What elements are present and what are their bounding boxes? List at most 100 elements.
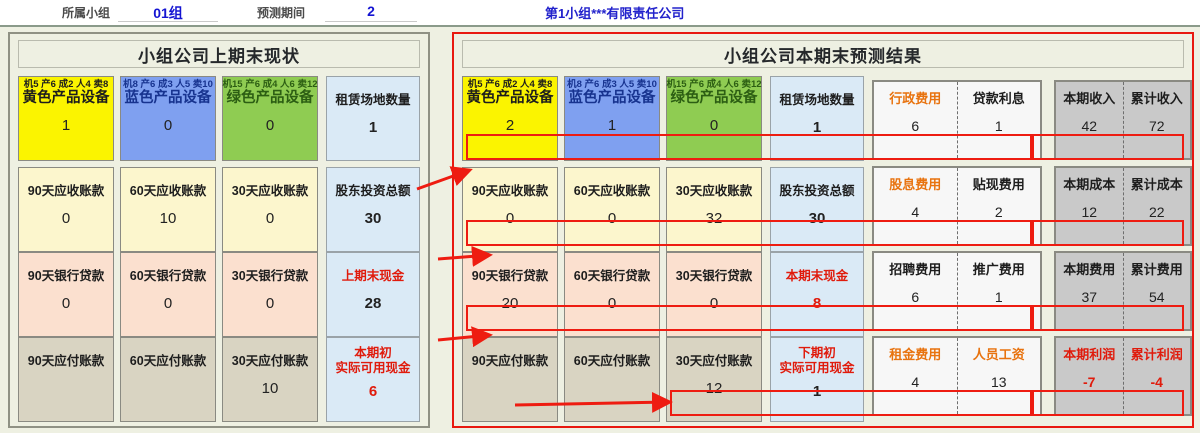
left-r2c2-label: 60天应收账款 [129,184,207,198]
right-r1c4-cell: 租赁场地数量 1 [770,76,864,161]
expense-box-2-col2-value[interactable]: 2 [994,204,1003,220]
right-r1c3-value[interactable]: 0 [709,117,719,134]
right-r2c2-value[interactable]: 0 [607,210,617,227]
right-r1c3-label: 绿色产品设备 [670,90,758,106]
left-r2c3-label: 30天应收账款 [231,184,309,198]
right-r2c1-value[interactable]: 0 [505,210,515,227]
group-field-underline [118,21,218,22]
summary-box-2-col1-value[interactable]: 12 [1081,204,1098,220]
right-r4c1-label: 90天应付账款 [471,354,549,368]
summary-box-2-col2-label: 累计成本 [1130,177,1183,192]
left-r1c4-label: 租赁场地数量 [335,93,411,107]
left-r3c2-value[interactable]: 0 [163,295,173,312]
expense-box-1-col1-label: 行政费用 [889,91,942,106]
right-r1c3-spec-label: 机15 产6 成4 人6 卖12 [666,79,762,90]
summary-box-4-col1-label: 本期利润 [1063,347,1116,362]
right-r2c4-label: 股东投资总额 [779,184,855,198]
expense-box-3-col2-value[interactable]: 1 [994,289,1003,305]
right-r4c4-value[interactable]: 1 [812,383,822,400]
summary-box-4-col2-value[interactable]: -4 [1150,374,1163,390]
left-r2c1-value[interactable]: 0 [61,210,71,227]
right-r3c1-value[interactable]: 20 [501,295,519,312]
left-r1c1-value[interactable]: 1 [61,117,71,134]
left-r1c3-value[interactable]: 0 [265,117,275,134]
expense-box-1-col2-value[interactable]: 1 [994,118,1003,134]
right-r1c1-spec-label: 机5 产6 成2 人4 卖8 [467,79,553,90]
right-r1c4-label: 租赁场地数量 [779,93,855,107]
left-r4c1-cell: 90天应付账款 [18,337,114,422]
expense-box-2-col1-label: 股息费用 [889,177,942,192]
summary-box-1-col2-label: 累计收入 [1130,91,1183,106]
expense-box-2-col1-value[interactable]: 4 [911,204,920,220]
right-r1c2-value[interactable]: 1 [607,117,617,134]
right-r2c3-value[interactable]: 32 [705,210,723,227]
group-value[interactable]: 01组 [153,5,183,21]
summary-box-1-col2-value[interactable]: 72 [1148,118,1165,134]
summary-box-1-col2: 累计收入 72 [1122,82,1191,158]
left-r2c2-value[interactable]: 10 [159,210,177,227]
left-r3c4-value[interactable]: 28 [364,295,382,312]
summary-box-3-col2-value[interactable]: 54 [1148,289,1165,305]
period-value[interactable]: 2 [367,3,375,19]
left-r2c1-label: 90天应收账款 [27,184,105,198]
left-r4c4-value[interactable]: 6 [368,383,378,400]
summary-box-2-col2-value[interactable]: 22 [1148,204,1165,220]
left-r2c4-value[interactable]: 30 [364,210,382,227]
left-r3c2-label: 60天银行贷款 [129,269,207,283]
left-r3c3-value[interactable]: 0 [265,295,275,312]
summary-box-3-col1-value[interactable]: 37 [1081,289,1098,305]
summary-box-4: 本期利润 -7 累计利润 -4 [1054,336,1192,416]
right-r4c2-label: 60天应付账款 [573,354,651,368]
period-field-underline [325,21,417,22]
summary-box-1-col1-value[interactable]: 42 [1081,118,1098,134]
expense-box-4-col1-value[interactable]: 4 [911,374,920,390]
expense-box-1-col1-value[interactable]: 6 [911,118,920,134]
left-r4c1-label: 90天应付账款 [27,354,105,368]
left-r1c2-value[interactable]: 0 [163,117,173,134]
group-label: 所属小组 [62,6,111,20]
header-divider [0,25,1200,27]
right-r3c4-value[interactable]: 8 [812,295,822,312]
left-r1c3-label: 绿色产品设备 [226,90,314,106]
expense-box-4-col2-value[interactable]: 13 [990,374,1007,390]
left-r3c1-value[interactable]: 0 [61,295,71,312]
expense-box-3-col1-value[interactable]: 6 [911,289,920,305]
left-r2c3-value[interactable]: 0 [265,210,275,227]
right-r2c4-cell: 股东投资总额 30 [770,167,864,252]
right-r3c3-value[interactable]: 0 [709,295,719,312]
left-r1c4-value[interactable]: 1 [368,119,378,136]
summary-box-4-col1-value[interactable]: -7 [1083,374,1096,390]
left-r4c3-value[interactable]: 10 [261,380,279,397]
right-r3c2-value[interactable]: 0 [607,295,617,312]
summary-box-4-col2-label: 累计利润 [1130,347,1183,362]
right-panel-title: 小组公司本期末预测结果 [462,40,1184,68]
right-r4c3-value[interactable]: 12 [705,380,723,397]
right-r2c4-value[interactable]: 30 [808,210,826,227]
left-r1c2-label: 蓝色产品设备 [124,90,212,106]
right-r1c1-value[interactable]: 2 [505,117,515,134]
right-r4c1-cell: 90天应付账款 [462,337,558,422]
summary-box-4-col1: 本期利润 -7 [1056,338,1123,414]
left-r2c1-cell: 90天应收账款 0 [18,167,114,252]
right-r1c4-value[interactable]: 1 [812,119,822,136]
right-r1c1-label: 黄色产品设备 [466,90,554,106]
